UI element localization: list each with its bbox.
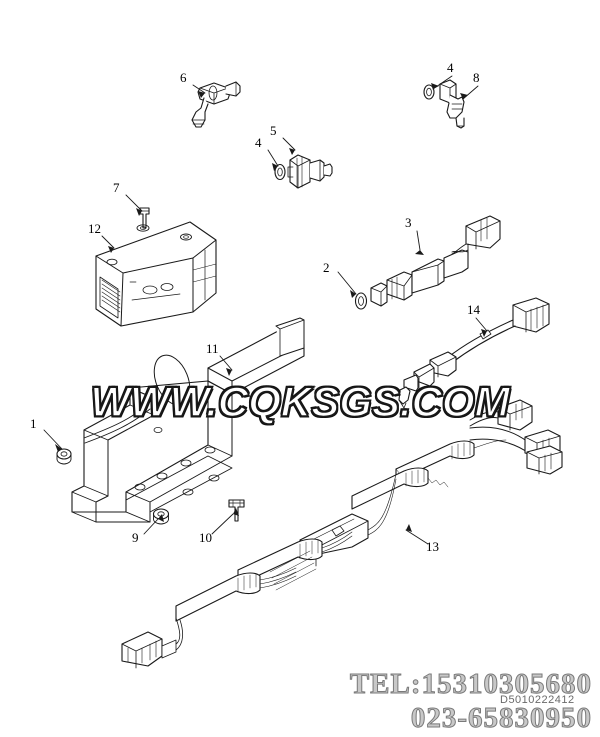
callout-2: 2 — [323, 260, 330, 275]
callout-7: 7 — [113, 180, 120, 195]
callout-14: 14 — [467, 302, 480, 317]
part-ecm — [95, 221, 217, 327]
callout-5: 5 — [270, 123, 277, 138]
part-washer-1 — [56, 448, 72, 465]
callout-12: 12 — [88, 221, 101, 236]
callout-3: 3 — [405, 215, 412, 230]
callout-6: 6 — [180, 70, 187, 85]
callout-13: 13 — [426, 539, 439, 554]
part-speed-sensor — [423, 79, 465, 129]
part-mounting-bracket — [71, 317, 305, 523]
part-wiring-harness — [121, 426, 563, 669]
callout-9: 9 — [132, 530, 139, 545]
part-washer-9 — [152, 508, 170, 525]
callout-11: 11 — [206, 341, 219, 356]
part-sensor-connector — [354, 215, 501, 310]
part-temperature-sensor — [191, 81, 241, 128]
part-pressure-sensor — [274, 154, 333, 189]
part-sensor-jumper — [398, 297, 550, 409]
callout-4b: 4 — [447, 60, 454, 75]
callout-8: 8 — [473, 70, 480, 85]
callout-1: 1 — [30, 416, 37, 431]
part-right-connector-cluster — [469, 399, 533, 431]
callout-4: 4 — [255, 135, 262, 150]
callout-10: 10 — [199, 530, 212, 545]
